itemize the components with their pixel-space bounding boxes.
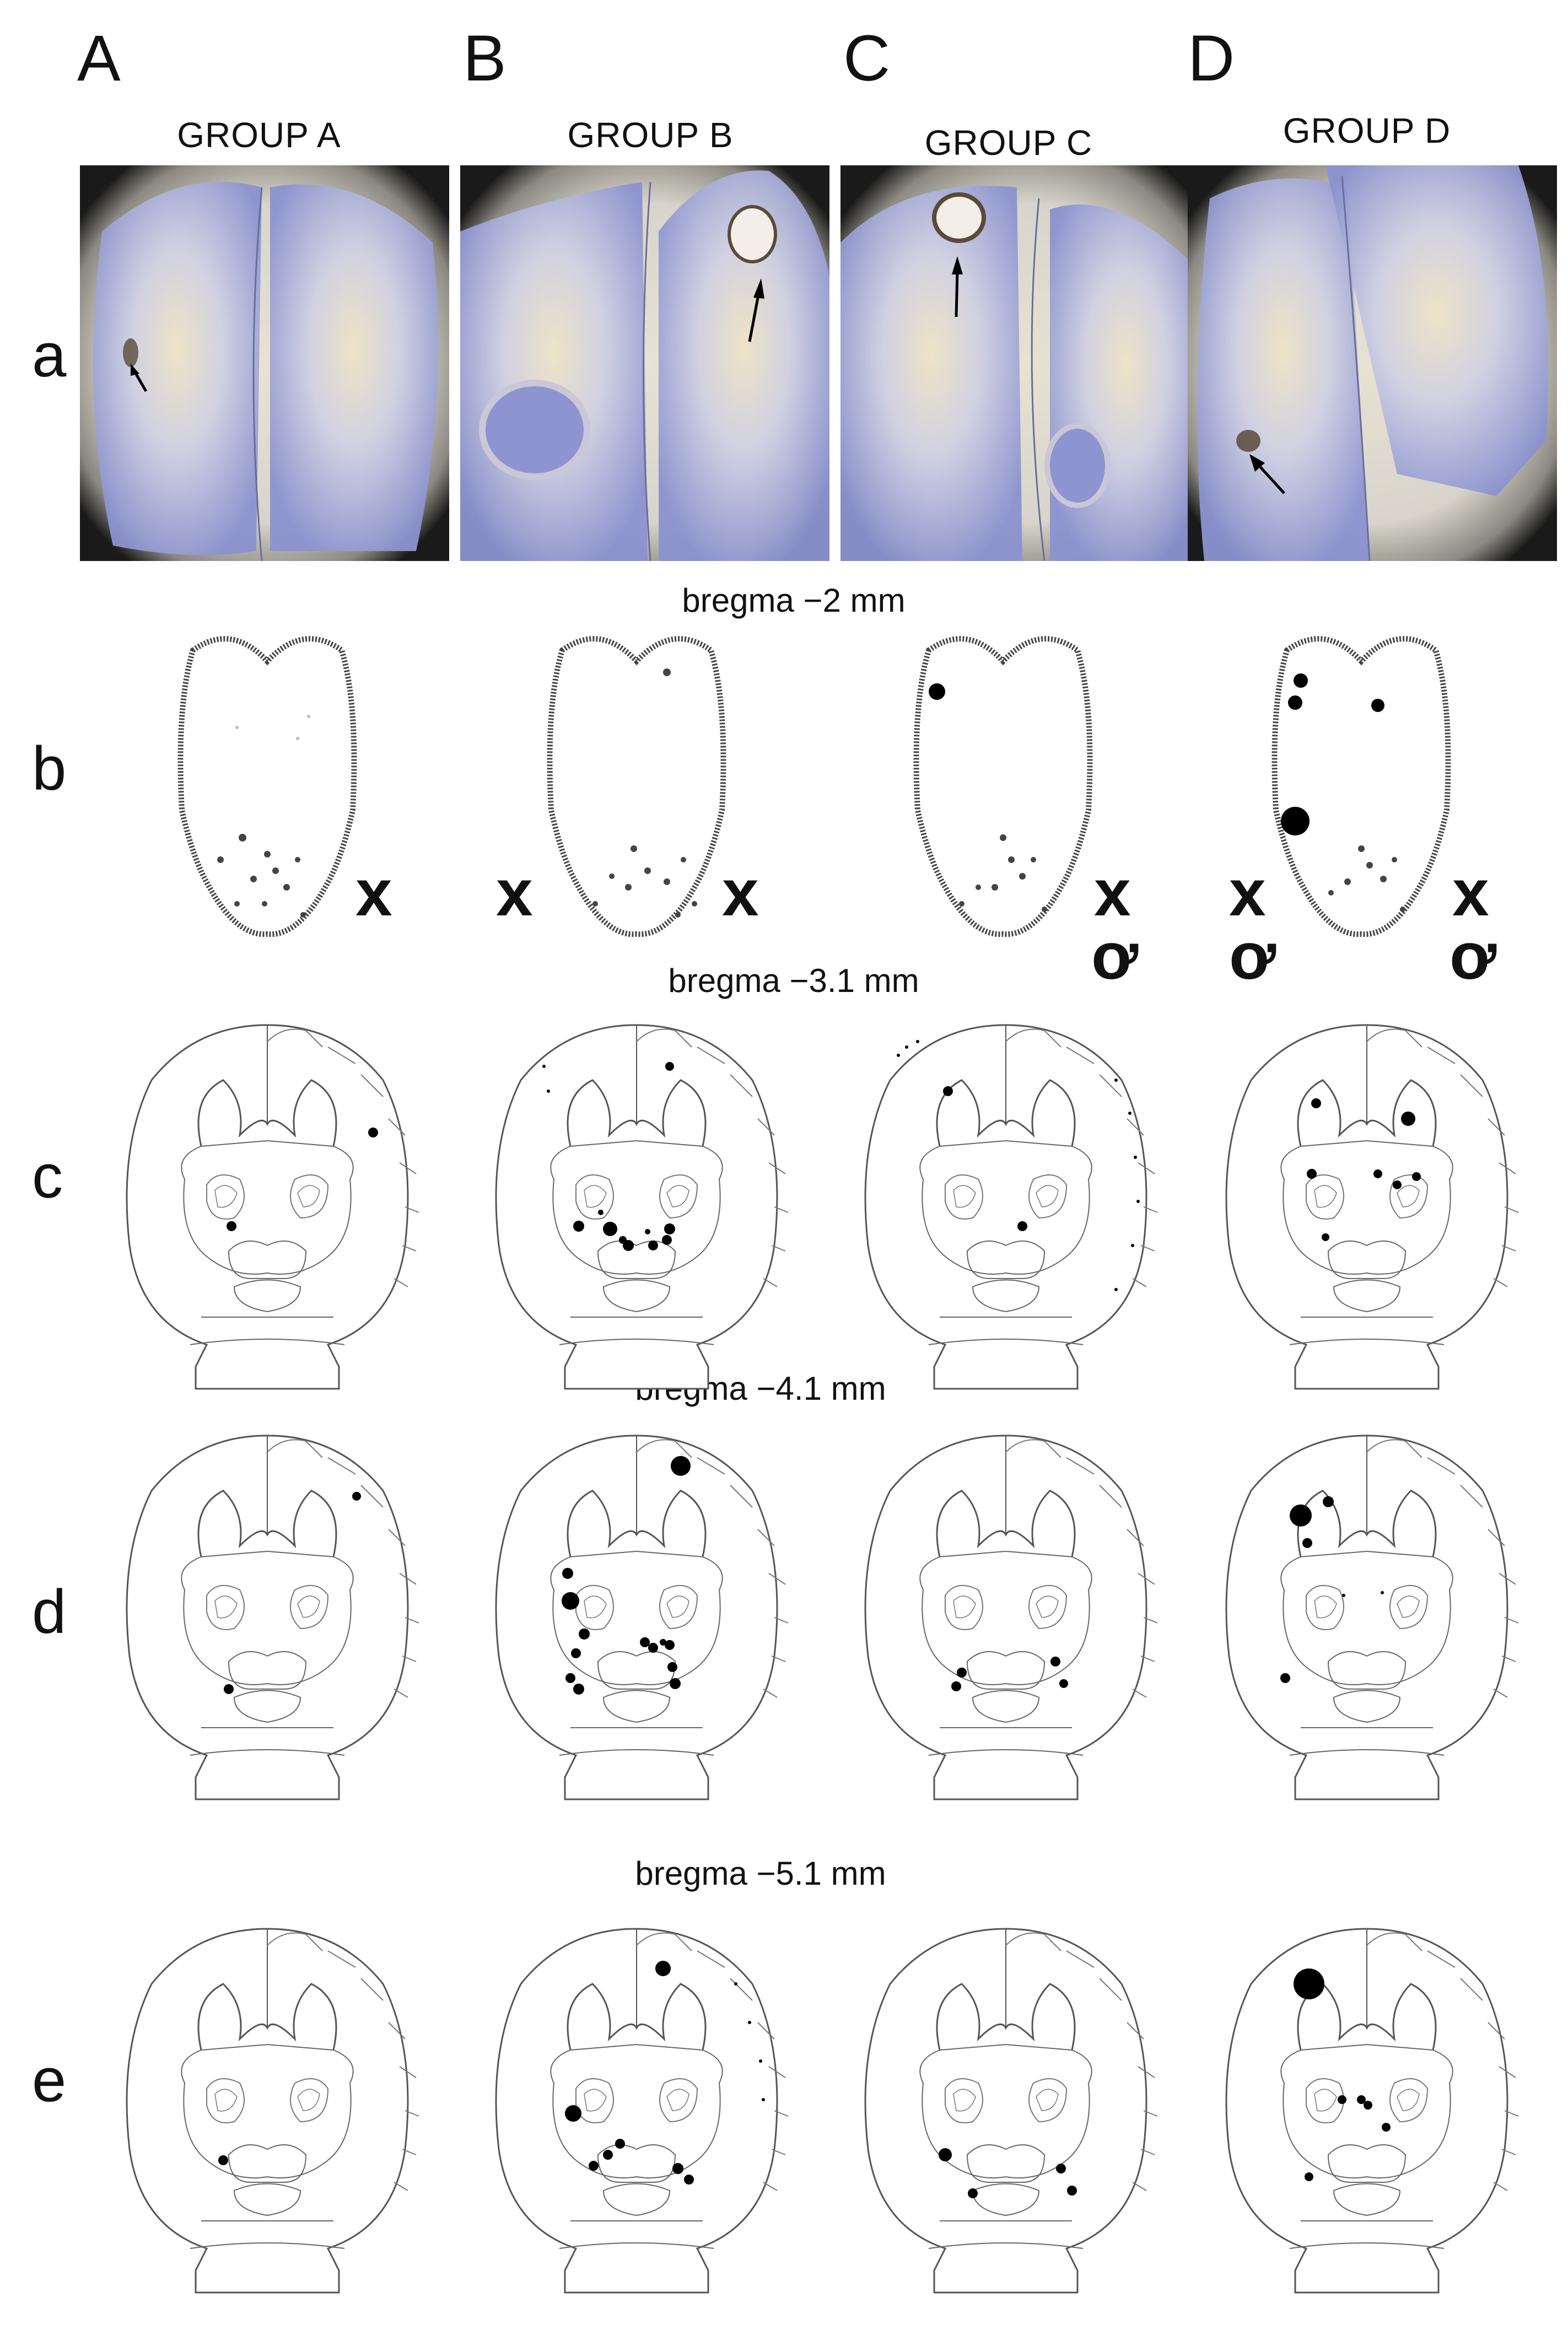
bregma-label-e: bregma −5.1 mm [635,1855,886,1892]
lesion-dot [565,1961,765,2185]
venus-symbol-c: ơ [1091,919,1139,993]
lesion-dot [1280,1496,1384,1683]
lesion-dot [218,2155,228,2165]
lesion-dot [562,1456,691,1695]
lesion-dot [939,2148,1077,2198]
arrow-icon [955,269,959,317]
bregma-label-b: bregma −2 mm [682,582,906,619]
section-e-group-d [1225,1928,1519,2294]
venus-symbol-d-right: ơ [1450,919,1497,993]
lesion-dot [227,1128,378,1231]
x-symbol-d-left: x [1229,856,1266,930]
lesion-dot [1307,1098,1421,1241]
lesion-dot [224,1492,361,1694]
section-d-group-d [1225,1434,1519,1800]
group-title-c: GROUP C [924,123,1093,163]
section-c-group-a [126,1024,420,1390]
lesion-dot [897,1040,1140,1291]
histology-photo-group-a [80,165,449,561]
column-letter-a: A [77,22,121,95]
group-title-d: GROUP D [1283,111,1451,150]
bregma-label-c: bregma −3.1 mm [668,962,919,999]
section-c-group-d [1225,1024,1519,1390]
x-symbol-a: x [355,856,392,930]
row-letter-a: a [32,321,67,390]
x-symbol-b-left: x [496,856,533,930]
venus-symbol-d-left: ơ [1229,919,1276,993]
column-letter-c: C [843,22,891,95]
row-letter-b: b [32,734,67,803]
group-title-b: GROUP B [567,115,734,155]
lesion-dot [1294,1968,1391,2181]
row-letter-e: e [32,2046,67,2115]
section-e-group-a [126,1928,420,2294]
section-e-group-b [495,1928,789,2294]
section-c-group-b [495,1024,789,1390]
brain-outline-b-group-b [547,636,726,937]
brain-outline-b-group-d [1271,636,1451,937]
group-title-a: GROUP A [177,115,341,155]
x-symbol-b-right: x [722,856,759,930]
brain-outline-b-group-a [177,636,357,937]
histology-photo-group-d [1188,165,1557,561]
arrow-icon [1256,462,1285,494]
arrow-icon [748,292,761,342]
section-d-group-c [864,1434,1159,1800]
row-letter-c: c [32,1142,63,1211]
histology-photo-group-c [840,165,1210,561]
section-e-group-c [864,1928,1159,2294]
histology-photo-group-b [460,165,829,561]
brain-outline-b-group-c [913,636,1093,937]
lesion-dot [951,1657,1068,1691]
column-letter-b: B [463,22,506,95]
section-c-group-c [864,1024,1159,1390]
column-letter-d: D [1188,22,1235,95]
row-letter-d: d [32,1577,67,1646]
x-symbol-c: x [1094,856,1131,930]
lesion-dot [542,1062,675,1251]
x-symbol-d-right: x [1452,856,1489,930]
section-d-group-a [126,1434,420,1800]
section-d-group-b [495,1434,789,1800]
